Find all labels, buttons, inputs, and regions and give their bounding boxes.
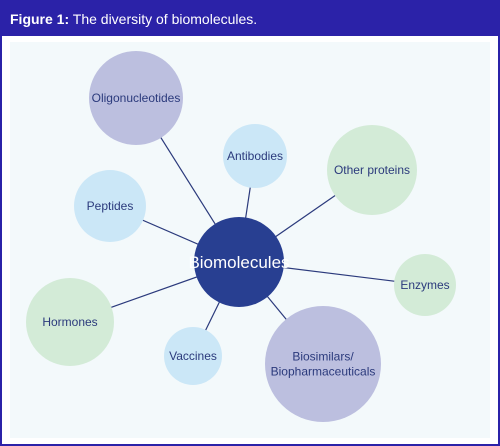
center-node: Biomolecules xyxy=(188,217,290,307)
node-oligonucleotides-circle xyxy=(89,51,183,145)
node-biosimilars-label: Biopharmaceuticals xyxy=(271,365,376,379)
node-peptides-circle xyxy=(74,170,146,242)
node-peptides-label: Peptides xyxy=(87,199,134,213)
node-other-proteins-circle xyxy=(327,125,417,215)
node-other-proteins-label: Other proteins xyxy=(334,163,410,177)
center-node-circle xyxy=(194,217,284,307)
node-vaccines: Vaccines xyxy=(164,327,222,385)
node-vaccines-label: Vaccines xyxy=(169,349,217,363)
node-biosimilars: Biosimilars/Biopharmaceuticals xyxy=(265,306,381,422)
figure-label: Figure 1: xyxy=(10,11,70,27)
node-other-proteins: Other proteins xyxy=(327,125,417,215)
figure-header: Figure 1: The diversity of biomolecules. xyxy=(2,2,498,36)
center-node-label: Biomolecules xyxy=(188,253,289,272)
node-biosimilars-label: Biosimilars/ xyxy=(292,350,354,364)
node-antibodies-label: Antibodies xyxy=(227,149,283,163)
node-hormones-label: Hormones xyxy=(42,315,97,329)
figure-title: The diversity of biomolecules. xyxy=(72,11,258,27)
node-oligonucleotides: Oligonucleotides xyxy=(89,51,183,145)
node-oligonucleotides-label: Oligonucleotides xyxy=(92,91,181,105)
node-enzymes-label: Enzymes xyxy=(400,278,449,292)
node-peptides: Peptides xyxy=(74,170,146,242)
node-hormones-circle xyxy=(26,278,114,366)
node-biosimilars-circle xyxy=(265,306,381,422)
node-antibodies: Antibodies xyxy=(223,124,287,188)
node-enzymes-circle xyxy=(394,254,456,316)
node-vaccines-circle xyxy=(164,327,222,385)
node-hormones: Hormones xyxy=(26,278,114,366)
node-enzymes: Enzymes xyxy=(394,254,456,316)
node-antibodies-circle xyxy=(223,124,287,188)
